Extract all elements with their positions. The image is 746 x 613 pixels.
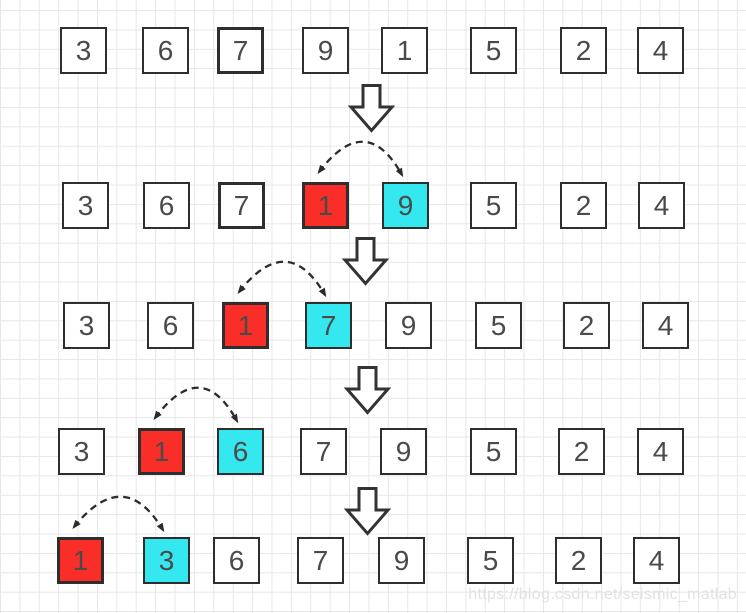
swap-arc-row2 (316, 140, 403, 178)
array-box-row4-value-4: 4 (637, 428, 684, 475)
step-down-arrow-1 (347, 84, 396, 133)
step-down-arrow-2 (341, 237, 390, 286)
array-box-row3-value-7: 7 (305, 302, 352, 349)
array-box-row2-value-9: 9 (382, 182, 429, 229)
array-box-row2-value-6: 6 (143, 182, 190, 229)
array-box-row4-value-7: 7 (300, 428, 347, 475)
down-arrow-icon (347, 84, 396, 133)
array-box-row5-value-7: 7 (297, 537, 344, 584)
array-box-row4-value-1: 1 (138, 428, 185, 475)
array-box-row4-value-5: 5 (470, 428, 517, 475)
array-box-row1-value-5: 5 (470, 27, 517, 74)
array-box-row3-value-2: 2 (563, 302, 610, 349)
array-box-row3-value-1: 1 (222, 302, 269, 349)
array-box-row1-value-4: 4 (637, 27, 684, 74)
array-box-row2-value-5: 5 (470, 182, 517, 229)
array-box-row4-value-6: 6 (217, 428, 264, 475)
array-box-row5-value-3: 3 (143, 537, 190, 584)
array-box-row2-value-2: 2 (560, 182, 607, 229)
array-box-row3-value-4: 4 (642, 302, 689, 349)
array-box-row1-value-7: 7 (217, 27, 264, 74)
swap-arc-row3 (236, 260, 326, 298)
array-box-row3-value-6: 6 (147, 302, 194, 349)
down-arrow-icon (343, 366, 392, 415)
down-arrow-icon (343, 487, 392, 536)
array-box-row5-value-6: 6 (213, 537, 260, 584)
array-box-row3-value-3: 3 (63, 302, 110, 349)
array-box-row5-value-5: 5 (467, 537, 514, 584)
array-box-row4-value-2: 2 (558, 428, 605, 475)
swap-arc-path (152, 386, 238, 424)
array-box-row5-value-1: 1 (57, 537, 104, 584)
swap-arc-path (316, 140, 403, 178)
array-box-row1-value-9: 9 (302, 27, 349, 74)
swap-arc-row5 (71, 495, 164, 533)
array-box-row3-value-5: 5 (475, 302, 522, 349)
array-box-row4-value-3: 3 (58, 428, 105, 475)
swap-arc-row4 (152, 386, 238, 424)
array-box-row1-value-1: 1 (381, 27, 428, 74)
down-arrow-icon (341, 237, 390, 286)
step-down-arrow-3 (343, 366, 392, 415)
array-box-row4-value-9: 9 (380, 428, 427, 475)
array-box-row1-value-3: 3 (60, 27, 107, 74)
array-box-row5-value-4: 4 (633, 537, 680, 584)
watermark-url: https://blog.csdn.net/seismic_matlab (468, 586, 737, 603)
array-box-row1-value-6: 6 (142, 27, 189, 74)
swap-arc-path (236, 260, 326, 298)
array-box-row2-value-4: 4 (638, 182, 685, 229)
array-box-row5-value-2: 2 (555, 537, 602, 584)
swap-arc-path (71, 495, 164, 533)
array-box-row2-value-1: 1 (302, 182, 349, 229)
array-box-row5-value-9: 9 (378, 537, 425, 584)
array-box-row2-value-7: 7 (218, 182, 265, 229)
array-box-row1-value-2: 2 (560, 27, 607, 74)
array-box-row3-value-9: 9 (385, 302, 432, 349)
step-down-arrow-4 (343, 487, 392, 536)
array-box-row2-value-3: 3 (62, 182, 109, 229)
